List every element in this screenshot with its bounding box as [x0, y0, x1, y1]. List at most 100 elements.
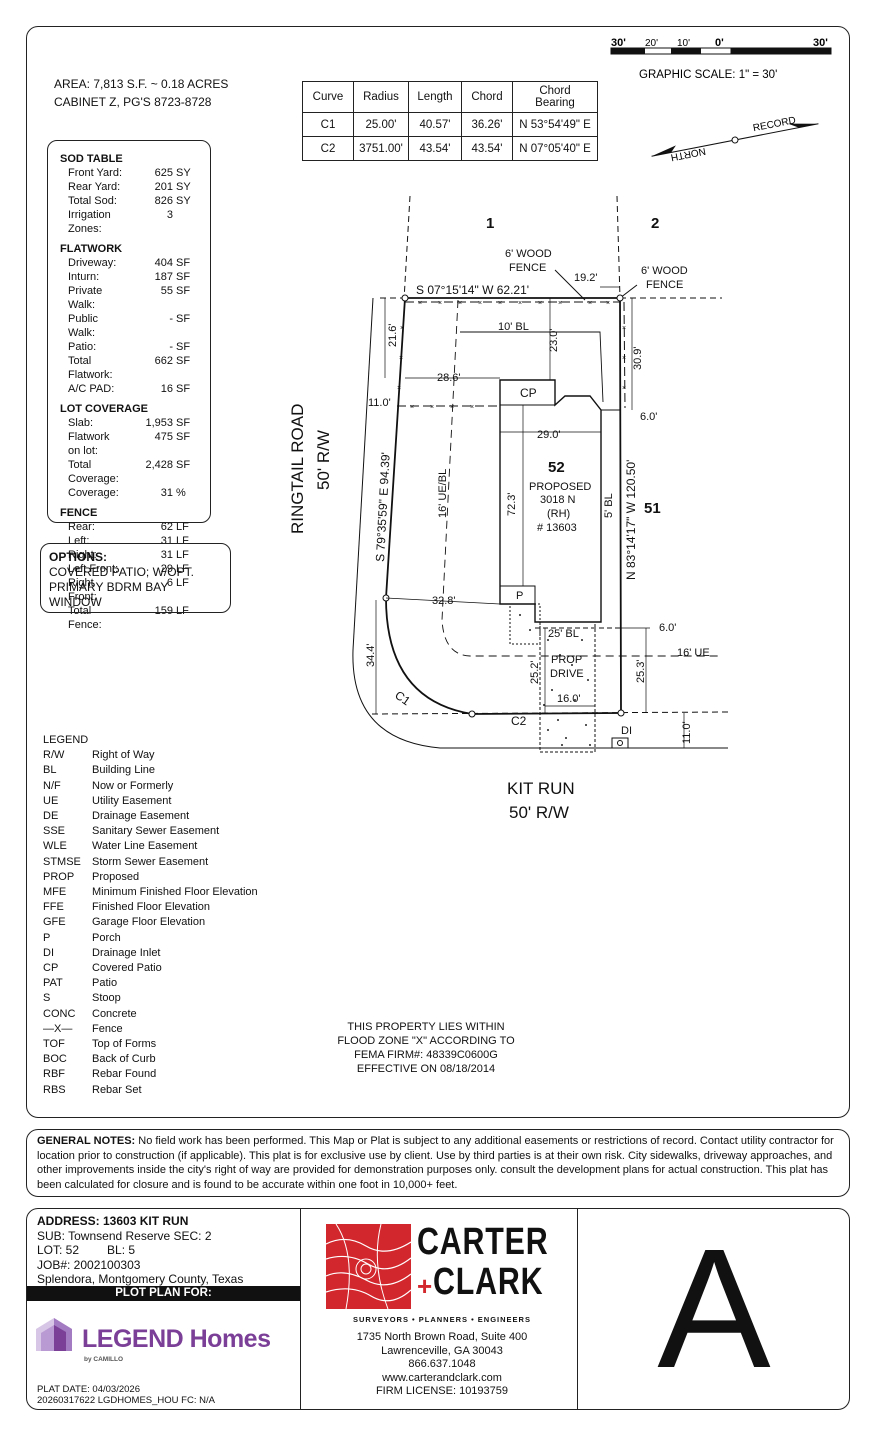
- sod-label: Public Walk:: [68, 313, 98, 339]
- sod-label: Slab:: [68, 417, 94, 429]
- drive-label: DRIVE: [550, 668, 584, 680]
- scale-tick: 10': [677, 38, 690, 49]
- dimension: 30.9': [632, 346, 644, 370]
- title-block: ADDRESS: 13603 KIT RUN SUB: Townsend Res…: [26, 1208, 850, 1410]
- sod-value: 31: [160, 487, 173, 499]
- sod-value: 625: [154, 167, 173, 179]
- sod-row: Patio:-SF: [60, 340, 200, 354]
- svg-text:×: ×: [518, 300, 522, 307]
- address-block: ADDRESS: 13603 KIT RUN SUB: Townsend Res…: [37, 1214, 243, 1287]
- legend-abbr: DE: [43, 810, 59, 823]
- legend-desc: Finished Floor Elevation: [92, 901, 211, 914]
- curve-table: Curve Radius Length Chord Chord Bearing …: [302, 81, 598, 161]
- job-number: JOB#: 2002100303: [37, 1257, 141, 1272]
- house-plan-text: (RH): [547, 508, 570, 520]
- svg-text:×: ×: [397, 385, 401, 392]
- dimension: 34.4': [365, 643, 377, 667]
- dimension: 32.8': [432, 595, 456, 607]
- svg-text:×: ×: [498, 300, 502, 307]
- legend-abbr: S: [43, 992, 51, 1005]
- fence-label: 6' WOOD: [641, 265, 688, 277]
- svg-text:×: ×: [450, 404, 454, 411]
- notes-text: No field work has been performed. This M…: [37, 1135, 834, 1191]
- sod-row: Irrigation Zones:3: [60, 208, 200, 236]
- sod-section-title: SOD TABLE: [60, 153, 123, 165]
- curve-header-cell: Chord Bearing: [512, 81, 598, 113]
- legend-desc: Top of Forms: [92, 1038, 157, 1051]
- house-plan-text: PROPOSED: [529, 481, 591, 493]
- legend-abbr: TOF: [43, 1038, 65, 1051]
- sod-unit: LF: [176, 549, 189, 561]
- curve-cell: 25.00': [353, 112, 409, 137]
- sod-unit: SY: [176, 167, 191, 179]
- svg-text:×: ×: [622, 385, 626, 392]
- sod-value: 31: [160, 549, 173, 561]
- legend-title: LEGEND: [43, 734, 89, 746]
- legend-abbr: DI: [43, 946, 54, 959]
- sod-section-title: FLATWORK: [60, 243, 123, 255]
- flood-line: THIS PROPERTY LIES WITHIN: [347, 1021, 505, 1033]
- scale-tick: 30': [611, 37, 626, 49]
- sod-label: Total Coverage:: [68, 459, 119, 485]
- sod-value: 55: [160, 285, 173, 297]
- curve-label: C2: [511, 714, 527, 728]
- flood-line: FEMA FIRM#: 48339C0600G: [354, 1049, 498, 1061]
- company-name-line1: CARTER: [417, 1221, 549, 1263]
- lot-label: 51: [644, 500, 661, 517]
- flood-note: THIS PROPERTY LIES WITHIN FLOOD ZONE "X"…: [326, 1020, 526, 1076]
- sod-unit: SF: [176, 431, 191, 443]
- flood-line: EFFECTIVE ON 08/18/2014: [356, 1063, 496, 1075]
- sod-unit: SF: [176, 355, 191, 367]
- sod-label: Inturn:: [68, 271, 100, 283]
- sod-value: 6: [166, 577, 173, 589]
- company-phone: 866.637.1048: [408, 1358, 476, 1370]
- area-text: AREA: 7,813 S.F. ~ 0.18 ACRES: [54, 77, 229, 91]
- easement-label: 16' UE: [677, 647, 710, 659]
- fence-label: 6' WOOD: [505, 248, 552, 260]
- road-row: 50' R/W: [509, 803, 569, 822]
- dimension: 72.3': [506, 492, 518, 516]
- sod-value: 201: [154, 181, 173, 193]
- svg-text:×: ×: [410, 404, 414, 411]
- sod-value: 62: [160, 521, 173, 533]
- svg-text:×: ×: [622, 355, 626, 362]
- legend-item: N/F Now or Formerly: [43, 779, 283, 794]
- sod-label: Rear Yard:: [68, 181, 121, 193]
- legend-abbr: N/F: [43, 779, 61, 792]
- legend-abbr: PROP: [43, 870, 75, 883]
- record-label: RECORD: [752, 115, 797, 134]
- dimension: 28.6': [437, 372, 461, 384]
- sod-unit: %: [176, 487, 186, 499]
- fence-label: FENCE: [509, 262, 546, 274]
- sod-unit: SF: [176, 313, 191, 325]
- curve-label: C1: [392, 688, 413, 708]
- legend-desc: Stoop: [92, 992, 121, 1005]
- legend-abbr: UE: [43, 794, 59, 807]
- sod-label: Front Yard:: [68, 167, 123, 179]
- legend-desc: Minimum Finished Floor Elevation: [92, 886, 258, 899]
- legend-desc: Rebar Set: [92, 1083, 142, 1096]
- legend-desc: Now or Formerly: [92, 779, 174, 792]
- porch-label: P: [516, 590, 523, 602]
- lot: LOT: 52: [37, 1243, 80, 1257]
- road-row: 50' R/W: [314, 430, 333, 490]
- legend-abbr: CONC: [43, 1007, 76, 1020]
- legend-desc: Storm Sewer Easement: [92, 855, 209, 868]
- sod-unit: LF: [176, 521, 189, 533]
- sod-label: A/C PAD:: [68, 383, 115, 395]
